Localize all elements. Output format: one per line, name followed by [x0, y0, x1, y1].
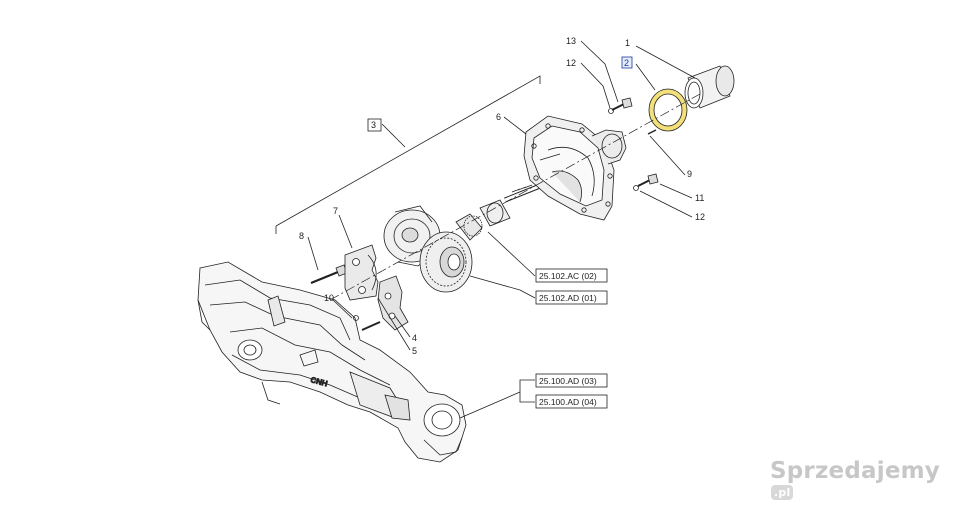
- pinion-gear: [455, 183, 541, 241]
- callout-4: 4: [412, 333, 417, 343]
- callout-3: 3: [371, 120, 376, 130]
- reference-boxes: 25.102.AC (02) 25.102.AD (01) 25.100.AD …: [535, 268, 608, 409]
- callout-3-box: [367, 118, 382, 132]
- callout-13: 13: [566, 36, 576, 46]
- ref-25-100-ad-03: 25.100.AD (03): [539, 376, 597, 386]
- callout-12-upper: 12: [566, 58, 576, 68]
- axle-housing: CNH: [197, 261, 467, 463]
- callout-11: 11: [695, 193, 704, 203]
- callout-2-highlight-box: [621, 56, 633, 69]
- callout-2: 2: [624, 58, 629, 68]
- watermark-text: Sprzedajemy: [770, 458, 940, 484]
- housing-6: [523, 115, 627, 221]
- callout-12-lower: 12: [695, 212, 705, 222]
- bolt-10: [353, 315, 381, 331]
- callout-10: 10: [324, 293, 334, 303]
- bolt-13: [608, 97, 633, 114]
- callout-9: 9: [687, 169, 692, 179]
- callout-7: 7: [333, 206, 338, 216]
- ring-gear: [419, 231, 473, 293]
- watermark-badge: .pl: [771, 485, 794, 500]
- sprzedajemy-watermark: Sprzedajemy.pl: [770, 458, 960, 510]
- bushing-1: [684, 65, 735, 109]
- ref-25-100-ad-04: 25.100.AD (04): [539, 397, 597, 407]
- shim-2: [648, 88, 688, 132]
- ref-25-102-ad-01: 25.102.AD (01): [539, 293, 597, 303]
- ref-25-102-ac-02: 25.102.AC (02): [539, 271, 597, 281]
- bolt-8: [310, 264, 348, 285]
- callout-1: 1: [625, 38, 630, 48]
- leader-lines: [307, 40, 696, 419]
- bracket-3: [275, 75, 541, 234]
- pin-9: [647, 129, 657, 135]
- callout-5: 5: [412, 346, 417, 356]
- callout-labels: 1 2 3 4 5 6 7 8 9 10 11 12 12 13: [299, 36, 705, 356]
- bearing-cap-7: [344, 244, 379, 301]
- bolt-11: [633, 173, 659, 191]
- callout-6: 6: [496, 112, 501, 122]
- callout-8: 8: [299, 231, 304, 241]
